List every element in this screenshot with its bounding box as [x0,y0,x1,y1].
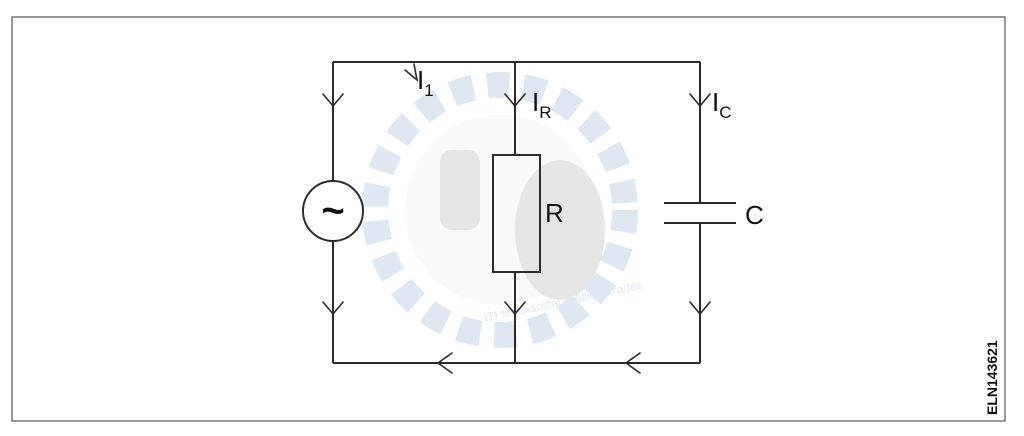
watermark-hand [440,150,480,230]
arrow-middle-lower [504,301,526,316]
current-arrows [322,63,711,374]
current-labels: I1 IR IC [417,65,732,122]
ac-source: ~ [302,180,364,242]
watermark-disc [405,115,595,305]
label-capacitor: C [745,200,764,230]
label-ir: IR [532,87,552,122]
figure-frame [11,16,1006,422]
ac-source-circle [302,180,364,242]
circuit-wires [332,61,701,364]
arrow-bottom-right [624,352,641,374]
capacitor [664,202,736,224]
label-resistor: R [545,198,564,228]
watermark-gear [362,72,638,348]
arrow-middle-upper [504,93,526,108]
watermark-logo: ITI Mechanical & Allied Trades [362,72,644,348]
arrow-i1 [404,63,419,83]
watermark-person [515,160,605,300]
figure-code: ELN143621 [984,340,1000,415]
arrow-left-upper [322,93,344,108]
arrow-bottom-left [436,352,453,374]
label-ic: IC [712,87,732,122]
arrow-right-upper [689,93,711,108]
resistor [492,154,541,273]
arrow-right-lower [689,301,711,316]
arrow-left-lower [322,301,344,316]
label-i1: I1 [417,65,434,100]
ac-source-symbol: ~ [321,189,344,233]
